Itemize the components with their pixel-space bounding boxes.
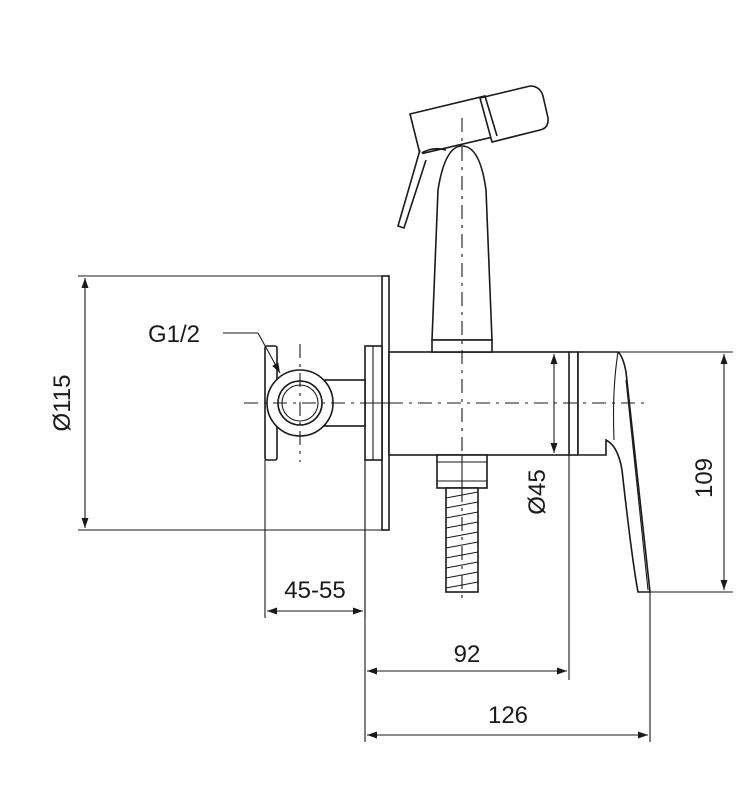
center-lines — [244, 118, 650, 462]
body-diameter-label: Ø45 — [524, 469, 551, 514]
body-length-label: 92 — [454, 641, 481, 668]
total-length-label: 126 — [488, 702, 528, 729]
dim-thread: G1/2 — [148, 321, 281, 374]
dim-body-length: 92 — [364, 455, 570, 742]
lever-handle — [577, 351, 651, 593]
dim-depth: 45-55 — [264, 460, 366, 618]
dim-height: 109 — [578, 351, 733, 593]
dim-plate-diameter: Ø115 — [49, 275, 382, 531]
dim-total-length: 126 — [367, 592, 651, 742]
height-label: 109 — [691, 458, 718, 498]
thread-label: G1/2 — [148, 321, 200, 348]
depth-label: 45-55 — [284, 577, 345, 604]
hand-shower-head — [397, 85, 549, 230]
dim-body-diameter: Ø45 — [524, 354, 558, 515]
plate-diameter-label: Ø115 — [49, 375, 76, 432]
hose-connector — [436, 454, 488, 600]
